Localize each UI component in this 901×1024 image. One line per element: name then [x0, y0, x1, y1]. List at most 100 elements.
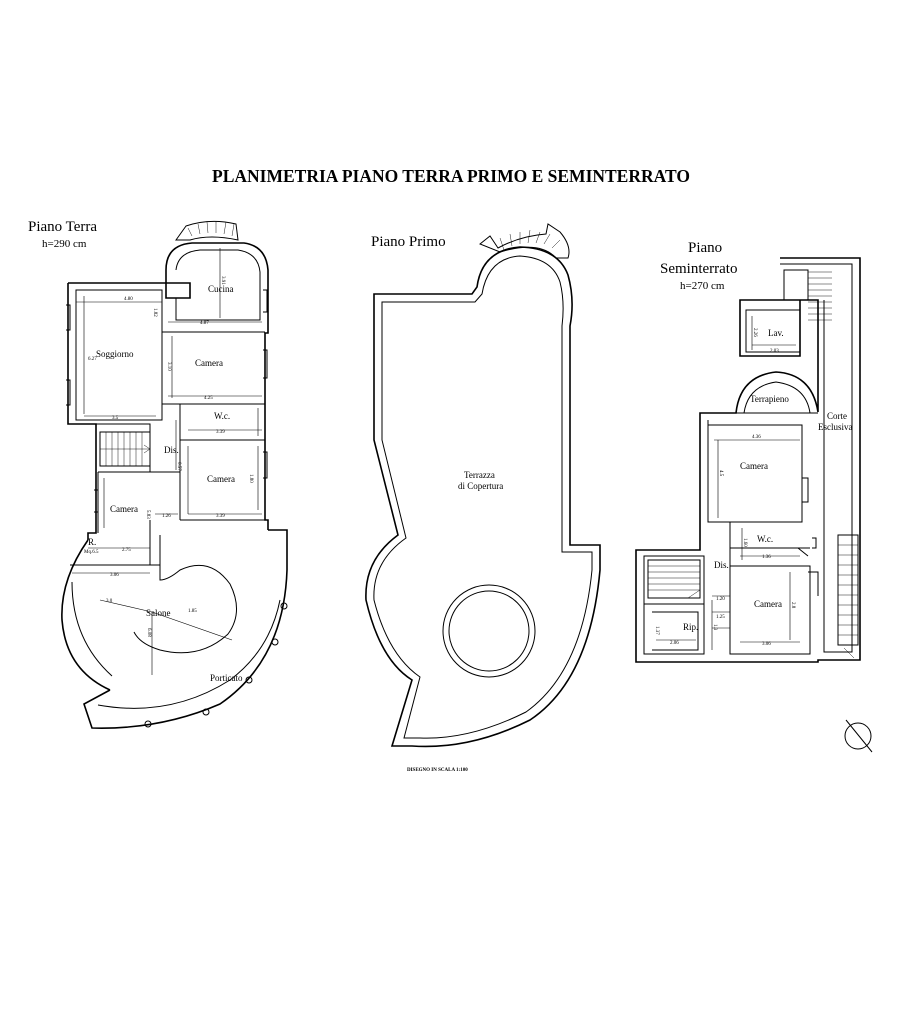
- terra-dim-627: 6.27: [88, 357, 97, 362]
- piano-terra-plan: Piano Terra h=290 cm C: [28, 219, 288, 729]
- terra-dim-185: 1.85: [188, 609, 197, 614]
- terra-stair-top-lines: [187, 221, 235, 237]
- semi-room-camera-2: Camera: [754, 599, 782, 609]
- terra-stair-top: [175, 220, 239, 241]
- semi-stair-right-top-lines: [808, 271, 832, 321]
- drawing-title: PLANIMETRIA PIANO TERRA PRIMO E SEMINTER…: [212, 166, 690, 186]
- semi-room-dis: Dis.: [714, 560, 729, 570]
- seminterrato-label-1: Piano: [688, 240, 722, 256]
- semi-dim-125: 1.25: [716, 615, 725, 620]
- primo-spiral-stair: [479, 223, 570, 259]
- primo-outer-wall: [365, 246, 601, 748]
- semi-room-lav: Lav.: [768, 328, 784, 338]
- north-arrow-icon: [844, 719, 873, 753]
- terra-outer-wall-top: [67, 283, 97, 540]
- terra-dim-339b: 3.39: [216, 514, 225, 519]
- semi-outer-wall-2: [707, 263, 853, 653]
- terra-salone-inner-arc: [71, 581, 113, 677]
- semi-room-wc: W.c.: [757, 534, 773, 544]
- terra-dim-057: 0.57: [176, 462, 181, 471]
- primo-inner-wall: [373, 255, 593, 739]
- terra-outer-wall-upper: [68, 242, 269, 530]
- primo-spiral-stair-lines: [499, 229, 561, 251]
- terra-room-salone: Salone: [146, 608, 171, 618]
- terra-salone-arc-outer: [61, 539, 111, 691]
- semi-dim-306: 3.06: [762, 642, 771, 647]
- semi-dim-28: 2.8: [790, 602, 795, 609]
- semi-partitions: [643, 522, 811, 655]
- terra-dim-310: 3.10: [166, 362, 171, 371]
- terra-dim-480: 4.80: [124, 297, 133, 302]
- terra-dim-35: 3.5: [112, 416, 119, 421]
- terra-dim-306: 3.06: [110, 573, 119, 578]
- piano-terra-height: h=290 cm: [42, 238, 87, 250]
- seminterrato-label-2: Seminterrato: [660, 261, 737, 277]
- semi-stair-right-top: [783, 269, 809, 301]
- terra-room-camera-3: Camera: [110, 504, 138, 514]
- semi-room-camera-1: Camera: [740, 461, 768, 471]
- semi-room-corte-1: Corte: [827, 411, 847, 421]
- piano-terra-label: Piano Terra: [28, 219, 97, 235]
- terra-salone-walls: [70, 535, 237, 654]
- primo-terrace-line1: Terrazza: [464, 470, 495, 480]
- seminterrato-height: h=270 cm: [680, 280, 725, 292]
- semi-dim-160: 1.60: [742, 538, 747, 547]
- scale-note: DISEGNO IN SCALA 1:100: [407, 768, 468, 773]
- semi-dim-13: 1.3: [712, 624, 717, 631]
- semi-dim-136: 1.36: [762, 555, 771, 560]
- terra-room-r: R.: [88, 537, 96, 547]
- semi-stair-right-bottom-lines: [838, 544, 858, 659]
- semi-outer-wall: [635, 257, 861, 663]
- semi-dim-226: 2.26: [752, 328, 757, 337]
- terra-windows: [66, 289, 268, 513]
- terra-dim-275: 2.75: [122, 548, 131, 553]
- terra-dim-lines: [75, 248, 262, 528]
- semi-dim-45: 4.5: [718, 470, 723, 477]
- terra-room-wc: W.c.: [214, 411, 230, 421]
- terra-dim-391: 3.91: [220, 276, 225, 285]
- semi-stair-left: [647, 559, 701, 599]
- piano-primo-label: Piano Primo: [371, 234, 446, 250]
- semi-dim-206: 2.06: [670, 641, 679, 646]
- primo-circle-outer: [442, 584, 536, 678]
- terra-room-soggiorno: Soggiorno: [96, 349, 134, 359]
- primo-terrace-line2: di Copertura: [458, 481, 503, 491]
- terra-room-cucina: Cucina: [208, 284, 234, 294]
- semi-stair-right-bottom: [837, 534, 859, 646]
- terra-dim-mq: Mq.6.5: [84, 550, 99, 555]
- semi-windows: [797, 477, 819, 596]
- piano-primo-plan: Piano Primo Terrazza di Copertura DISEGN…: [365, 223, 601, 773]
- terra-salone-dim-lines: [72, 547, 233, 675]
- terra-partitions: [75, 289, 265, 565]
- terra-dim-180: 1.80: [248, 474, 253, 483]
- terra-dim-487: 4.87: [200, 321, 209, 326]
- semi-stair-left-lines: [648, 565, 701, 599]
- terra-room-camera-1: Camera: [195, 358, 223, 368]
- semi-dim-203: 2.03: [770, 349, 779, 354]
- terra-dim-3: 3.0: [106, 599, 113, 604]
- semi-room-terrapieno: Terrapieno: [750, 394, 789, 404]
- semi-dim-137: 1.37: [654, 626, 659, 635]
- semi-room-rip: Rip.: [683, 622, 698, 632]
- semi-dim-lines: [656, 316, 800, 650]
- terra-room-porticato: Porticato: [210, 673, 243, 683]
- terra-room-dis: Dis.: [164, 445, 179, 455]
- terra-dim-608: 6.08: [146, 628, 151, 637]
- terra-dim-339a: 3.39: [216, 430, 225, 435]
- semi-dim-120: 1.20: [716, 597, 725, 602]
- terra-stair-lines: [100, 432, 151, 466]
- semi-dim-436: 4.36: [752, 435, 761, 440]
- terra-dim-126: 1.26: [162, 514, 171, 519]
- semi-terrapieno-arch: [743, 381, 811, 414]
- terra-room-camera-2: Camera: [207, 474, 235, 484]
- semi-lav-room: [745, 309, 801, 353]
- terra-cucina-arch: [175, 249, 261, 321]
- terra-porticato-outline: [83, 529, 288, 729]
- terra-porticato-inner: [97, 599, 281, 709]
- terra-porticato-columns: [144, 602, 288, 728]
- piano-seminterrato-plan: Piano Seminterrato h=270 cm Lav. Terrapi…: [635, 240, 861, 663]
- terra-dim-425: 4.25: [204, 396, 213, 401]
- terra-dim-583: 5.83: [145, 510, 150, 519]
- semi-room-corte-2: Esclusiva: [818, 422, 853, 432]
